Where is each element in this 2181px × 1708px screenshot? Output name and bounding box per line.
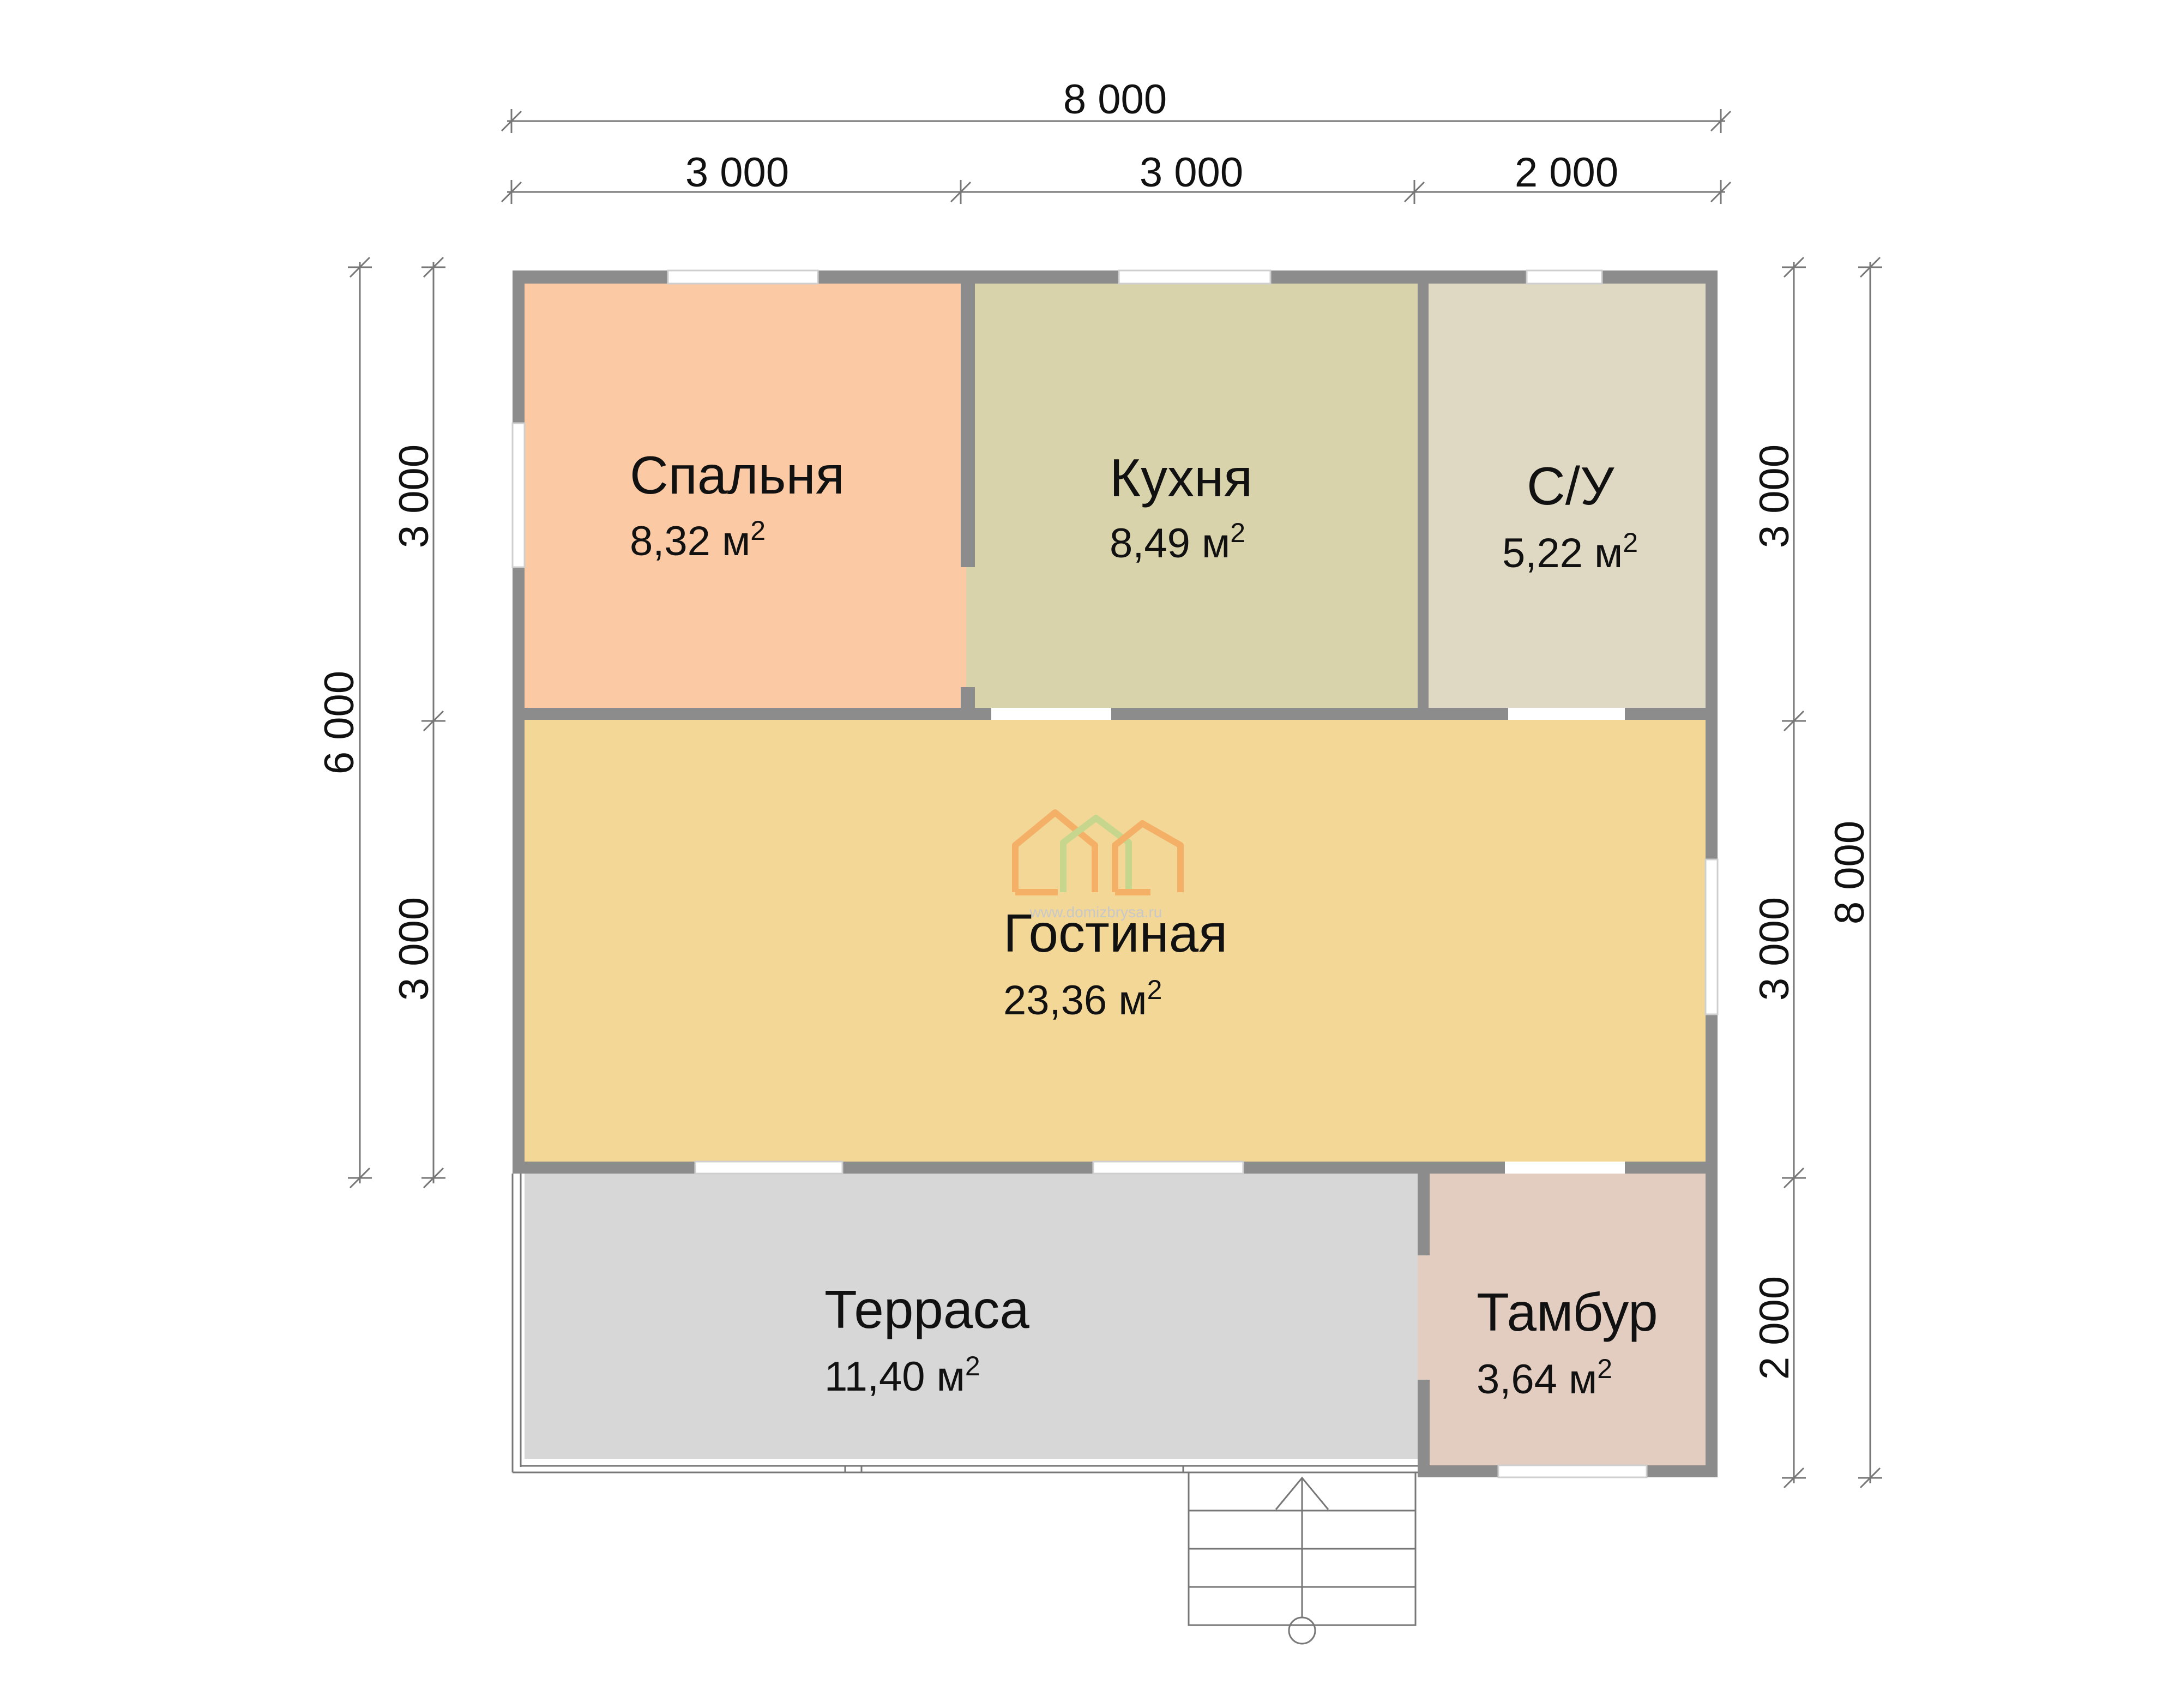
living-room-fill [525, 720, 1706, 1162]
terrace-fill [525, 1174, 1418, 1459]
vestibule-area: 3,64 м2 [1477, 1354, 1612, 1403]
bathroom-fill [1429, 284, 1706, 708]
living-room-name: Гостиная [1003, 903, 1227, 963]
dim-top-right: 2 000 [1515, 149, 1618, 196]
kitchen-fill [966, 284, 1419, 708]
bedroom-name: Спальня [630, 445, 845, 505]
dim-right-total: 8 000 [1827, 821, 1873, 924]
vestibule-fill [1418, 1174, 1706, 1465]
bedroom-fill [525, 284, 966, 708]
dim-right-lower: 2 000 [1751, 1276, 1798, 1380]
dim-right-upper: 3 000 [1751, 444, 1798, 548]
dim-left-lower: 3 000 [391, 897, 437, 1001]
dim-top-total: 8 000 [1063, 76, 1167, 123]
dim-right-mid: 3 000 [1751, 897, 1798, 1001]
kitchen-name: Кухня [1110, 448, 1252, 508]
dim-top-mid: 3 000 [1140, 149, 1243, 196]
bedroom-area: 8,32 м2 [630, 515, 766, 564]
dim-top-left: 3 000 [685, 149, 789, 196]
kitchen-area: 8,49 м2 [1110, 518, 1245, 567]
living-room-area: 23,36 м2 [1003, 975, 1162, 1024]
watermark-text: www.domizbrysa.ru [1029, 904, 1162, 921]
walls [513, 270, 1718, 1477]
terrace-name: Терраса [824, 1279, 1029, 1339]
company-logo-watermark [1012, 809, 1184, 895]
terrace-area: 11,40 м2 [824, 1351, 980, 1400]
windows [511, 269, 1719, 1478]
vestibule-name: Тамбур [1477, 1282, 1658, 1342]
entry-stairs [1188, 1471, 1417, 1645]
bathroom-name: С/У [1527, 456, 1614, 516]
dim-left-total: 6 000 [316, 671, 363, 774]
dimension-lines [348, 109, 1882, 1489]
bathroom-area: 5,22 м2 [1502, 527, 1638, 576]
dim-left-upper: 3 000 [391, 444, 437, 548]
